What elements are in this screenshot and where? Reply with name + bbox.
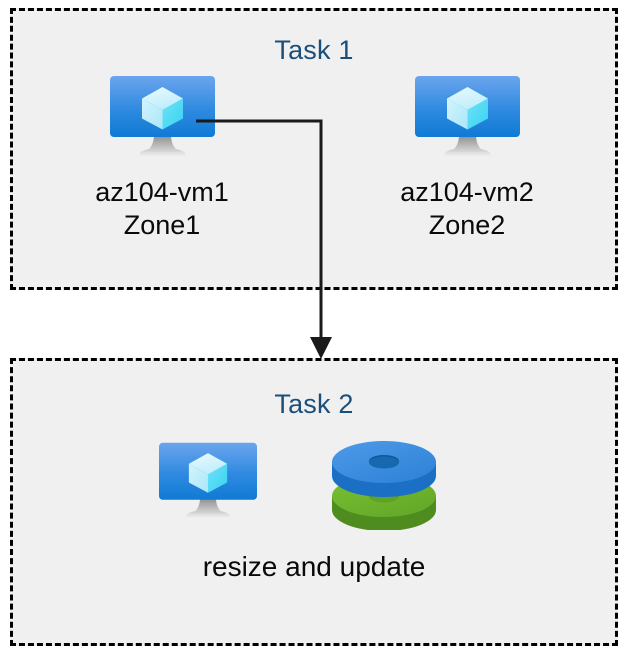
node-label-vm2-line2: Zone2 bbox=[428, 210, 506, 240]
virtual-machine-icon bbox=[367, 76, 567, 160]
managed-disks-icon bbox=[320, 440, 448, 530]
task-2-container: Task 2 bbox=[10, 358, 618, 646]
task-1-title: Task 1 bbox=[274, 35, 354, 65]
node-label-vm1-line2: Zone1 bbox=[123, 210, 201, 240]
virtual-machine-icon bbox=[62, 76, 262, 160]
task-2-caption: resize and update bbox=[202, 551, 426, 582]
down-arrow-icon bbox=[310, 337, 332, 359]
node-label-vm2-line1: az104-vm2 bbox=[400, 177, 534, 207]
node-task2-virtual-machine[interactable] bbox=[130, 442, 285, 522]
node-label-vm1-line1: az104-vm1 bbox=[95, 177, 229, 207]
virtual-machine-icon bbox=[130, 442, 285, 522]
task-2-title: Task 2 bbox=[274, 389, 354, 419]
node-task2-managed-disks[interactable] bbox=[320, 440, 448, 530]
